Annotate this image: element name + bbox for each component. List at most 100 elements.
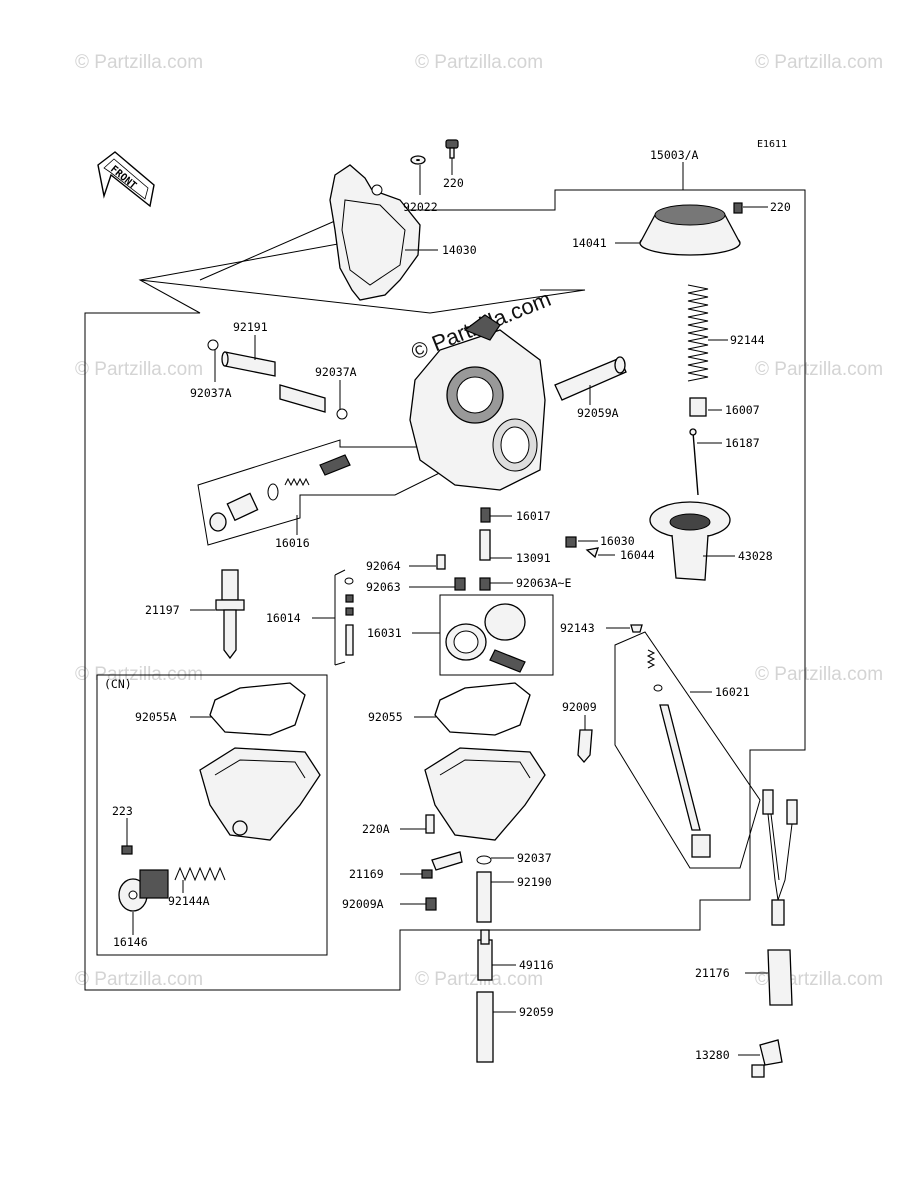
part-label-92055a: 92055A — [135, 710, 177, 724]
bolt-part — [425, 814, 435, 834]
o-ring-part — [476, 855, 492, 865]
bolt-part — [121, 845, 133, 855]
needle-jet-holder-part — [479, 529, 491, 561]
pilot-screw-part — [209, 454, 351, 532]
drain-pipe-part — [477, 929, 493, 981]
needle-jet-part — [630, 624, 711, 858]
spring-part — [174, 866, 226, 882]
leader-lines — [126, 158, 768, 1056]
part-label-223: 223 — [112, 804, 133, 818]
part-label-92037a: 92037A — [315, 365, 357, 379]
part-label-14041: 14041 — [572, 236, 607, 250]
watermark-text: © Partzilla.com — [755, 664, 883, 685]
jet-needle-part — [689, 428, 699, 496]
float-bowl-part — [424, 747, 546, 841]
cn-group-frame — [96, 674, 328, 956]
top-cap-part — [639, 202, 743, 256]
clip-part — [207, 339, 348, 420]
part-label-16031: 16031 — [367, 626, 402, 640]
part-label-92055: 92055 — [368, 710, 403, 724]
pilot-screw-group-frame — [197, 439, 493, 546]
jet-part — [454, 577, 491, 591]
part-label-16021: 16021 — [715, 685, 750, 699]
part-label-21169: 21169 — [349, 867, 384, 881]
float-bowl-part — [199, 747, 321, 841]
part-label-92022: 92022 — [403, 200, 438, 214]
cn-group-label: (CN) — [104, 677, 132, 691]
drain-screw-part — [577, 729, 593, 763]
watermark-text: © Partzilla.com — [75, 969, 203, 990]
float-bowl-gasket-part — [434, 682, 531, 736]
plug-part — [565, 536, 599, 559]
part-label-92063a-e: 92063A~E — [516, 576, 571, 590]
carburetor-heater-harness-part — [762, 789, 798, 1006]
part-label-16016: 16016 — [275, 536, 310, 550]
diaphragm-part — [649, 501, 731, 581]
part-label-220a: 220A — [362, 822, 390, 836]
part-label-16017: 16017 — [516, 509, 551, 523]
watermark-layer: © Partzilla.com © Partzilla.com © Partzi… — [75, 52, 883, 990]
needle-group-bracket — [334, 569, 346, 666]
part-label-16007: 16007 — [725, 403, 760, 417]
clamp-part — [751, 1039, 783, 1078]
float-needle-part — [344, 577, 354, 656]
screw-part — [425, 897, 437, 911]
top-cover-part — [329, 164, 421, 301]
part-label-92059: 92059 — [519, 1005, 554, 1019]
part-label-13280: 13280 — [695, 1048, 730, 1062]
part-label-13091: 13091 — [516, 551, 551, 565]
carburetor-body-part — [409, 314, 546, 491]
overflow-hose-part — [554, 356, 627, 401]
watermark-text: © Partzilla.com — [755, 52, 883, 73]
part-label-92190: 92190 — [517, 875, 552, 889]
main-assembly-frame — [84, 189, 806, 991]
part-label-21197: 21197 — [145, 603, 180, 617]
part-label-21176: 21176 — [695, 966, 730, 980]
diagram-code: E1611 — [757, 139, 787, 150]
part-label-16014: 16014 — [266, 611, 301, 625]
washer-part — [410, 155, 426, 165]
part-label-16146: 16146 — [113, 935, 148, 949]
part-label-92009a: 92009A — [342, 897, 384, 911]
drain-hose-part — [476, 991, 494, 1063]
part-label-92143: 92143 — [560, 621, 595, 635]
part-label-92144: 92144 — [730, 333, 765, 347]
screw-part — [445, 139, 459, 159]
needle-jet-group-frame — [614, 631, 761, 869]
part-label-220: 220 — [770, 200, 791, 214]
fuel-fitting-part — [215, 569, 245, 660]
watermark-text: © Partzilla.com — [755, 359, 883, 380]
part-label-92037: 92037 — [517, 851, 552, 865]
part-labels: 15003/A 220 92022 14030 220 14041 92144 … — [112, 148, 791, 1062]
part-label-14030: 14030 — [442, 243, 477, 257]
bracket-part — [421, 851, 463, 879]
part-label-92063: 92063 — [366, 580, 401, 594]
part-label-220: 220 — [443, 176, 464, 190]
spring-part — [687, 284, 709, 382]
part-label-92009: 92009 — [562, 700, 597, 714]
valve-assembly-part — [118, 869, 169, 912]
front-arrow-icon: FRONT — [97, 151, 155, 208]
part-label-16187: 16187 — [725, 436, 760, 450]
watermark-text: © Partzilla.com — [75, 52, 203, 73]
part-label-16044: 16044 — [620, 548, 655, 562]
needle-holder-part — [689, 397, 707, 417]
part-label-16030: 16030 — [600, 534, 635, 548]
vent-hose-part — [221, 351, 326, 413]
watermark-text: © Partzilla.com — [75, 359, 203, 380]
part-label-49116: 49116 — [519, 958, 554, 972]
part-label-92059a: 92059A — [577, 406, 619, 420]
part-label-92064: 92064 — [366, 559, 401, 573]
pilot-jet-part — [436, 554, 446, 570]
drain-hose-part — [476, 871, 492, 923]
part-label-92144a: 92144A — [168, 894, 210, 908]
part-label-15003a: 15003/A — [650, 148, 699, 162]
float-bowl-gasket-part — [209, 682, 306, 736]
watermark-text: © Partzilla.com — [415, 52, 543, 73]
part-label-92191: 92191 — [233, 320, 268, 334]
throttle-lever-group-frame — [439, 594, 554, 676]
main-jet-part — [480, 507, 491, 523]
throttle-lever-part — [445, 603, 526, 673]
part-label-43028: 43028 — [738, 549, 773, 563]
